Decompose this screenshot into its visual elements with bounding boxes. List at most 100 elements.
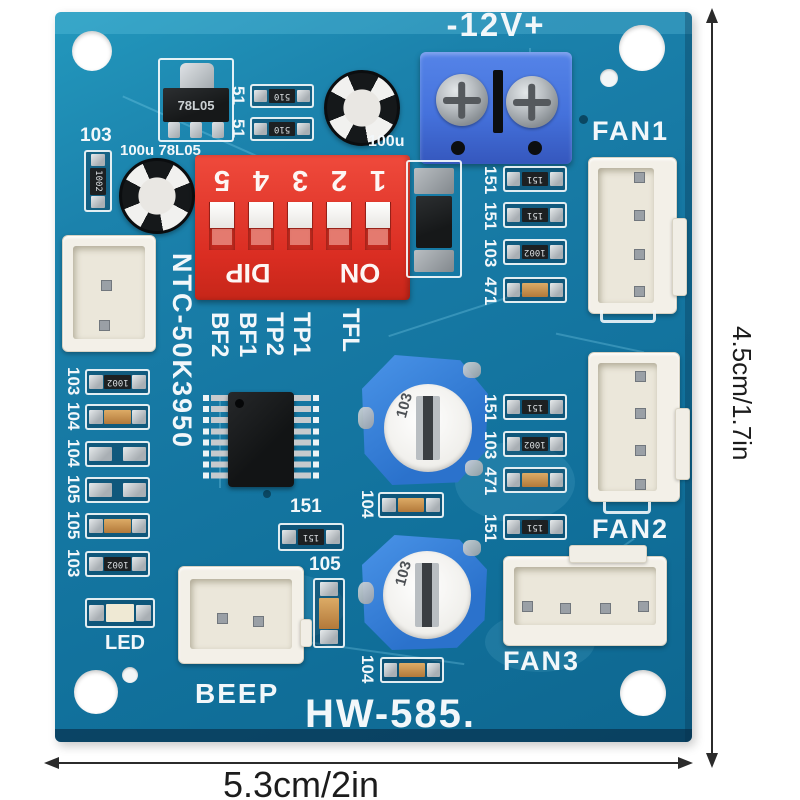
smd-resistor: 151 <box>503 202 567 228</box>
testpoint-label: BF2 <box>206 312 233 358</box>
connector-pin <box>634 286 645 297</box>
fan3-connector <box>503 545 667 646</box>
dip-number: 1 <box>369 164 387 196</box>
smd-resistor: 151 <box>278 523 344 551</box>
terminal-hole <box>528 141 542 155</box>
testpoint-label: BF1 <box>234 312 261 358</box>
connector-recess <box>190 579 292 649</box>
resistor-label: 103 <box>80 125 112 146</box>
smd-resistor <box>378 492 444 518</box>
resistor-label: 51 <box>229 86 248 105</box>
smd-resistor: 1002 <box>503 239 567 265</box>
solder-pad <box>382 498 396 512</box>
connector-pin <box>522 601 533 612</box>
connector-pin <box>635 408 646 419</box>
resistor-chip: 1002 <box>90 167 106 195</box>
smd-resistor <box>313 578 345 648</box>
connector-latch <box>672 218 687 296</box>
slider-recess <box>212 229 232 245</box>
dip-switch-slider <box>248 202 274 250</box>
solder-pad <box>89 375 103 389</box>
smd-resistor: 1002 <box>84 150 112 212</box>
testpoint-label: TFL <box>337 308 364 352</box>
capacitor-chip <box>397 497 425 513</box>
width-dimension-line <box>56 762 680 764</box>
trace <box>555 332 645 354</box>
regulator-label: 78L05 <box>177 97 215 113</box>
solder-pad <box>507 172 521 186</box>
smd-resistor: 510 <box>250 117 314 141</box>
height-dimension-label: 4.5cm/1.7in <box>727 326 757 461</box>
solder-pad <box>507 437 521 451</box>
capacitor-value: 100u <box>368 133 405 150</box>
solder-pad <box>254 123 268 135</box>
slider-knob <box>249 202 273 228</box>
resistor-label: 103 <box>481 239 500 268</box>
fan1-connector <box>588 157 687 314</box>
solder-pad <box>549 172 563 186</box>
ntc-label: NTC-50K3950 <box>167 253 197 450</box>
connector-silk-bracket <box>603 502 651 514</box>
ic-silkscreen-ticks <box>203 395 209 484</box>
resistor-chip: 1002 <box>522 244 548 260</box>
connector-pin <box>600 603 611 614</box>
solder-pad <box>426 663 440 677</box>
regulator-tab <box>180 63 214 89</box>
via <box>263 490 271 498</box>
resistor-label: 151 <box>290 496 322 517</box>
connector-pin <box>634 210 645 221</box>
connector-recess <box>598 168 654 303</box>
pot-rotor-slot <box>416 396 440 460</box>
resistor-label: 103 <box>64 367 83 396</box>
dip-switch: 5 4 3 2 1 DIP ON <box>195 155 410 300</box>
capacitor-chip <box>104 409 131 425</box>
connector-latch <box>569 545 647 563</box>
connector-pin <box>217 613 228 624</box>
solder-pad <box>89 557 103 571</box>
connector-pin <box>635 445 646 456</box>
slider-knob <box>288 202 312 228</box>
slider-recess <box>290 229 310 245</box>
solder-pad <box>136 604 151 622</box>
connector-pin <box>634 249 645 260</box>
board-bottom-edge <box>55 729 692 742</box>
power-terminal-block <box>420 52 572 164</box>
via <box>600 69 618 87</box>
via <box>579 115 588 124</box>
solder-pad <box>123 483 146 497</box>
width-dimension-label: 5.3cm/2in <box>223 764 380 800</box>
capacitor-chip <box>104 518 131 534</box>
arrowhead-right <box>678 757 693 769</box>
resistor-chip: 151 <box>522 171 548 187</box>
smd-resistor: 1002 <box>85 369 150 395</box>
solder-pad <box>90 154 106 166</box>
board-right-edge <box>685 12 692 742</box>
smd-resistor <box>85 477 150 503</box>
resistor-label: 104 <box>358 655 377 684</box>
fan3-label: FAN3 <box>503 646 581 676</box>
diode-pad <box>414 168 454 194</box>
smd-resistor <box>85 404 150 430</box>
power-label: -12V+ <box>446 6 546 43</box>
solder-pad <box>282 529 296 545</box>
dip-number: 2 <box>330 164 348 196</box>
solder-pad <box>507 283 521 297</box>
solder-pad <box>426 498 440 512</box>
regulator-leg <box>212 122 224 138</box>
solder-pad <box>132 375 146 389</box>
slider-recess <box>329 229 349 245</box>
arrowhead-down <box>706 753 718 768</box>
led-component <box>85 598 155 628</box>
solder-pad <box>549 283 563 297</box>
regulator-leg <box>168 122 180 138</box>
solder-pad <box>507 473 521 487</box>
resistor-chip: 510 <box>269 122 295 136</box>
arrowhead-up <box>706 8 718 23</box>
connector-pin <box>635 371 646 382</box>
beep-connector <box>178 566 312 664</box>
led-chip <box>105 603 135 623</box>
connector-pin <box>634 172 645 183</box>
resistor-label: 105 <box>309 554 341 575</box>
pot-dial <box>383 551 471 639</box>
mounting-hole-top-left <box>72 31 112 71</box>
